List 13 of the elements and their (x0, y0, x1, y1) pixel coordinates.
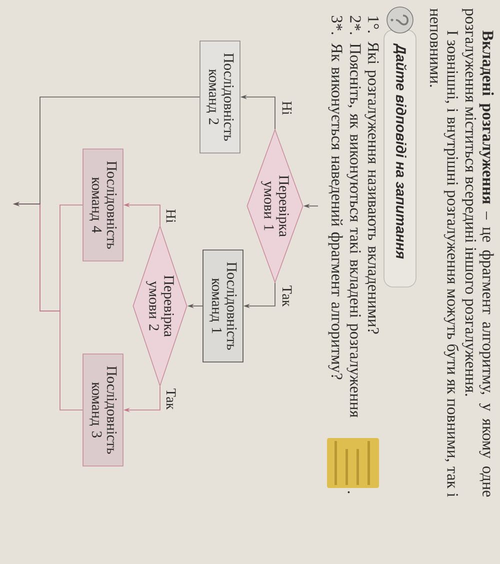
section-heading: Дайте відповіді на запитання (384, 30, 416, 288)
process-box: Послідовність команд 3 (82, 354, 124, 466)
paragraph: І зовнішні, і внутрішні розгалуження можуть бути як повними, так і неповними. (430, 8, 459, 497)
process-box: Послідовність команд 2 (200, 40, 240, 154)
process-box: Послідовність команд 1 (202, 250, 244, 362)
punctuation: . (348, 491, 350, 494)
paragraph: Вкладені розгалуження – це фрагмент алгоритму, у якому одне розгалуження міститься всередині іншого розгалуження. (462, 8, 494, 497)
process-box: Послідовність команд 4 (82, 148, 124, 262)
edge-label: Ні (165, 208, 177, 224)
question: 2*. Поясніть, як виконуються такі вкладені розгалуження (346, 16, 361, 418)
question: 3*. Як виконується наведений фрагмент алгоритму? (328, 16, 343, 380)
edge-label: Ні (281, 100, 293, 116)
question: 1°. Які розгалуження називають вкладеними? (364, 16, 379, 334)
